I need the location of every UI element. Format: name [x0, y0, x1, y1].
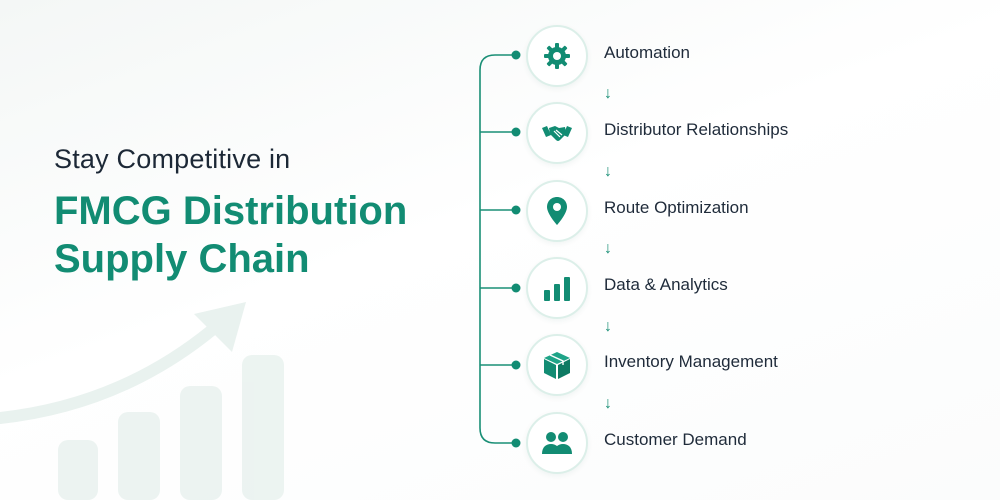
connector-dot — [511, 127, 521, 137]
down-arrow-icon: ↓ — [604, 163, 612, 180]
connector-dot — [511, 50, 521, 60]
step-label: Customer Demand — [604, 430, 747, 449]
step-automation: Automation — [526, 25, 996, 87]
step-data-analytics: Data & Analytics — [526, 257, 996, 319]
connector-dot — [511, 283, 521, 293]
step-route-optimization: Route Optimization — [526, 180, 996, 242]
step-inventory-management: Inventory Management — [526, 334, 996, 396]
bar-chart-icon — [544, 277, 570, 301]
step-label: Automation — [604, 43, 690, 62]
headline-subtitle: Stay Competitive in — [54, 144, 291, 174]
step-icon-circle — [526, 257, 588, 319]
users-icon — [542, 432, 572, 454]
down-arrow-icon: ↓ — [604, 85, 612, 102]
step-icon-circle — [526, 25, 588, 87]
down-arrow-icon: ↓ — [604, 395, 612, 412]
down-arrow-icon: ↓ — [604, 240, 612, 257]
handshake-icon — [542, 126, 572, 141]
step-icon-circle — [526, 334, 588, 396]
connector-dot — [511, 205, 521, 215]
connector-dot — [511, 360, 521, 370]
gear-icon — [544, 43, 570, 69]
headline-title-line-1: FMCG Distribution — [54, 189, 408, 233]
location-pin-icon — [547, 197, 567, 225]
box-icon — [544, 352, 570, 379]
connector-dot — [511, 438, 521, 448]
step-label: Distributor Relationships — [604, 120, 789, 139]
step-label: Data & Analytics — [604, 275, 728, 294]
step-label: Inventory Management — [604, 352, 778, 371]
step-icon-circle — [526, 180, 588, 242]
headline-title-line-2: Supply Chain — [54, 237, 310, 281]
step-icon-circle — [526, 102, 588, 164]
headline: Stay Competitive in FMCG Distribution Su… — [54, 144, 407, 283]
down-arrow-icon: ↓ — [604, 318, 612, 335]
step-label: Route Optimization — [604, 198, 749, 217]
step-customer-demand: Customer Demand — [526, 412, 996, 474]
step-distributor-relationships: Distributor Relationships — [526, 102, 996, 164]
step-icon-circle — [526, 412, 588, 474]
